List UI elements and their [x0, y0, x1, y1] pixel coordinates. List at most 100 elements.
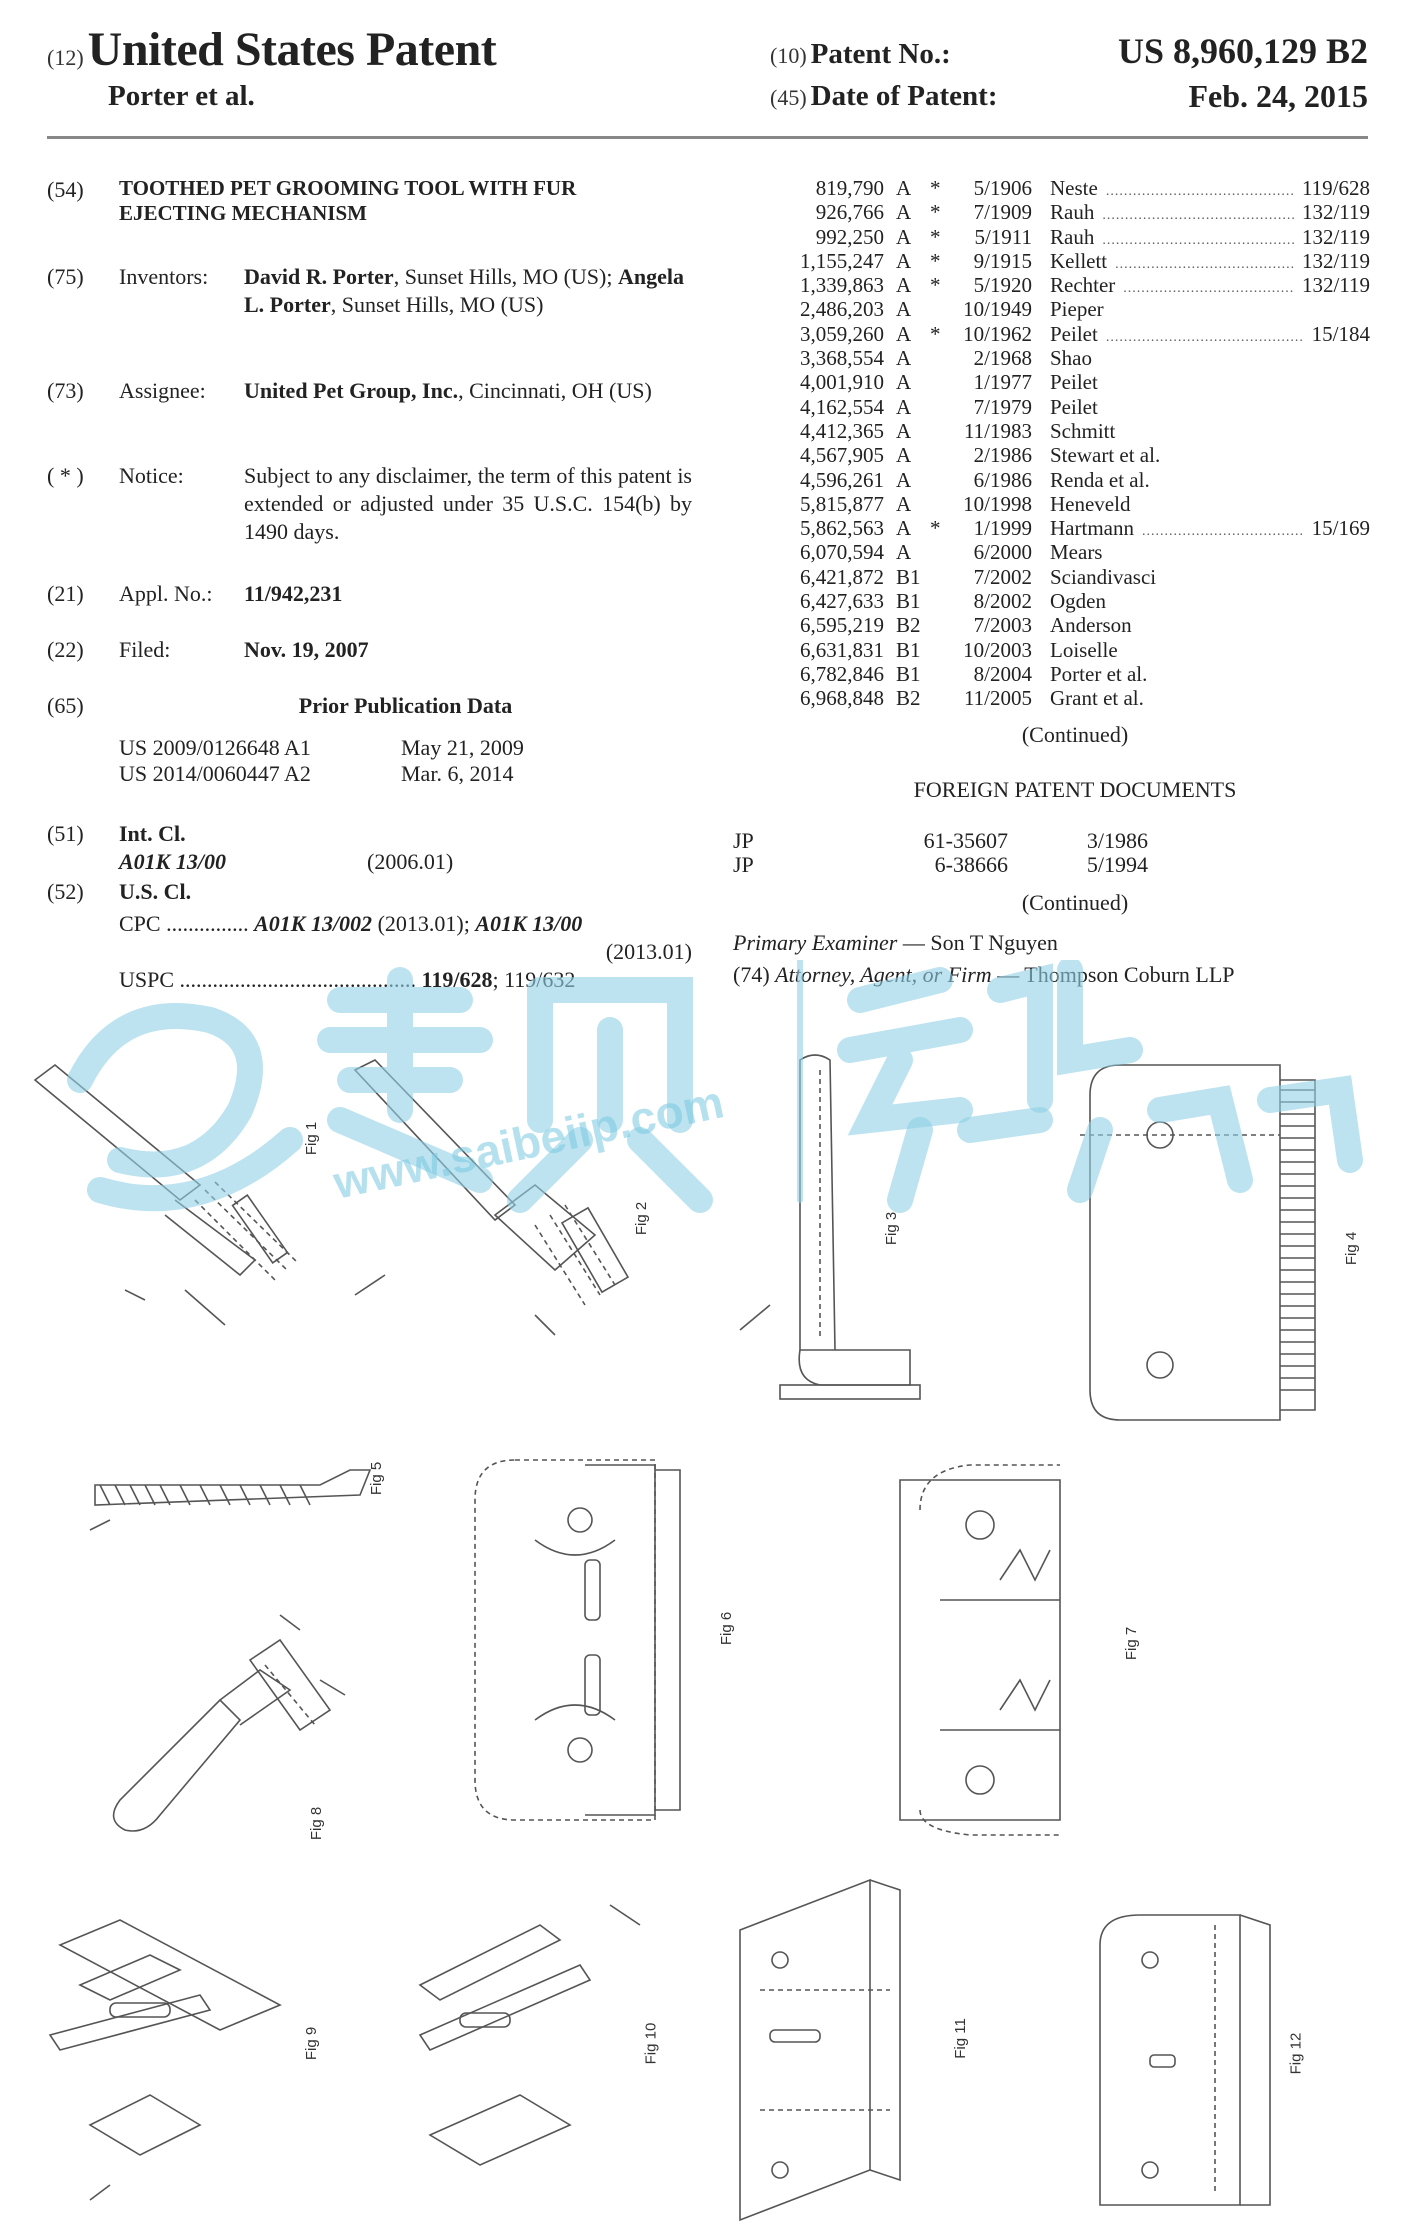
patent-no-label-row: (10) Patent No.: — [770, 38, 951, 71]
cpc-version: (2013.01); — [372, 911, 476, 936]
figure-4-drawing: Fig 4 — [1080, 1060, 1370, 1430]
foreign-doc-row: JP 6-38666 5/1994 — [733, 852, 1373, 877]
inventor-name: David R. Porter — [244, 264, 394, 289]
reference-inventor: Rauh — [1050, 224, 1095, 249]
figure-label: Fig 2 — [633, 1201, 651, 1236]
reference-inventor: Anderson — [1050, 613, 1132, 638]
examiner-cited-marker — [930, 395, 950, 419]
reference-date: 11/2005 — [963, 686, 1032, 711]
uspc-class: ; 119/632 — [492, 967, 576, 992]
reference-date: 8/2002 — [973, 589, 1032, 614]
figure-label: Fig 7 — [1123, 1626, 1141, 1661]
figure-label: Fig 10 — [642, 2022, 660, 2065]
reference-kind: A — [896, 200, 912, 225]
examiner-cited-marker — [930, 662, 950, 686]
inid-code: (10) — [770, 43, 807, 68]
reference-kind: A — [896, 394, 912, 419]
inid-code: (22) — [47, 637, 84, 662]
inid-code: (75) — [47, 264, 84, 289]
leader-dots — [1102, 225, 1294, 249]
reference-inventor: Ogden — [1050, 589, 1106, 614]
reference-kind: A — [896, 418, 912, 443]
prior-pub-row: US 2014/0060447 A2 Mar. 6, 2014 — [47, 760, 692, 788]
patent-title: TOOTHED PET GROOMING TOOL WITH FUR EJECT… — [119, 176, 577, 225]
cpc-class: A01K 13/00 — [475, 911, 583, 936]
figure-12-drawing: Fig 12 — [1040, 1885, 1310, 2215]
reference-date: 10/1949 — [963, 297, 1032, 322]
uspc-class: 119/628 — [421, 967, 493, 992]
figure-5-drawing: Fig 5 — [89, 1430, 410, 1540]
figure-1-drawing: Fig 1 — [25, 1050, 325, 1340]
int-cl-version: (2006.01) — [367, 849, 454, 874]
prior-pub-heading: Prior Publication Data — [298, 693, 513, 718]
assignee-field: (73) Assignee: United Pet Group, Inc., C… — [47, 377, 692, 405]
inid-code: (73) — [47, 378, 84, 403]
reference-number: 1,339,863 — [800, 273, 884, 298]
inventors-field: (75) Inventors: David R. Porter, Sunset … — [47, 263, 692, 319]
header-divider — [47, 136, 1368, 139]
figure-11-drawing: Fig 11 — [700, 1870, 970, 2222]
reference-kind: B2 — [896, 686, 921, 711]
attorney: (74) Attorney, Agent, or Firm — Thompson… — [733, 962, 1235, 987]
reference-kind: B2 — [896, 613, 921, 638]
reference-kind: B1 — [896, 589, 921, 614]
figure-3-drawing: Fig 3 — [720, 1050, 970, 1420]
reference-number: 6,631,831 — [800, 637, 884, 662]
date-label: Date of Patent: — [810, 80, 998, 112]
field-label: Assignee: — [119, 378, 206, 403]
reference-inventor: Neste — [1050, 176, 1098, 200]
reference-class: 132/119 — [1301, 200, 1370, 225]
inid-code: (65) — [47, 693, 84, 718]
figure-label: Fig 12 — [1287, 2032, 1305, 2075]
leader-dots — [1115, 249, 1294, 273]
figure-9-drawing: Fig 9 — [30, 1885, 330, 2215]
reference-inventor: Stewart et al. — [1050, 443, 1161, 468]
reference-date: 2/1986 — [973, 443, 1032, 468]
reference-inventor: Loiselle — [1050, 637, 1118, 662]
figure-label: Fig 1 — [303, 1121, 321, 1156]
prior-pub-number: US 2009/0126648 A1 — [119, 735, 311, 760]
figure-7-drawing: Fig 7 — [860, 1450, 1160, 1840]
reference-kind: A — [896, 176, 912, 200]
reference-class: 15/184 — [1311, 321, 1370, 346]
reference-date: 5/1906 — [973, 176, 1032, 200]
examiner-cited-marker — [930, 686, 950, 710]
patent-no-label: Patent No.: — [810, 38, 951, 70]
inid-code: ( * ) — [47, 463, 84, 488]
reference-number: 4,596,261 — [800, 467, 884, 492]
reference-class: 132/119 — [1301, 248, 1370, 273]
reference-date: 1/1999 — [973, 516, 1032, 541]
reference-inventor: Schmitt — [1050, 418, 1116, 443]
reference-number: 4,001,910 — [800, 370, 884, 395]
reference-kind: A — [896, 321, 912, 346]
reference-kind: A — [896, 370, 912, 395]
inventor-location: , Sunset Hills, MO (US); — [393, 264, 618, 289]
inventor-name: Angela L. Porter — [244, 264, 684, 317]
reference-date: 5/1920 — [973, 273, 1032, 298]
examiner-cited-marker — [930, 443, 950, 467]
cpc-version: (2013.01) — [605, 939, 692, 964]
uspc-label: USPC — [119, 967, 175, 992]
doc-type: United States Patent — [87, 23, 497, 76]
cpc-row-cont: (2013.01) — [47, 938, 692, 966]
reference-kind: B1 — [896, 564, 921, 589]
int-cl-heading: Int. Cl. — [119, 821, 186, 846]
reference-number: 2,486,203 — [800, 297, 884, 322]
continued-label: (Continued) — [1021, 890, 1129, 915]
reference-date: 6/2000 — [973, 540, 1032, 565]
reference-date: 7/1909 — [973, 200, 1032, 225]
prior-pub-heading-row: (65) Prior Publication Data — [47, 692, 692, 720]
reference-kind: A — [896, 297, 912, 322]
cpc-label: CPC — [119, 911, 161, 936]
examiner-cited-marker: * — [930, 516, 941, 541]
filed-field: (22) Filed: Nov. 19, 2007 — [47, 636, 692, 664]
reference-kind: A — [896, 467, 912, 492]
